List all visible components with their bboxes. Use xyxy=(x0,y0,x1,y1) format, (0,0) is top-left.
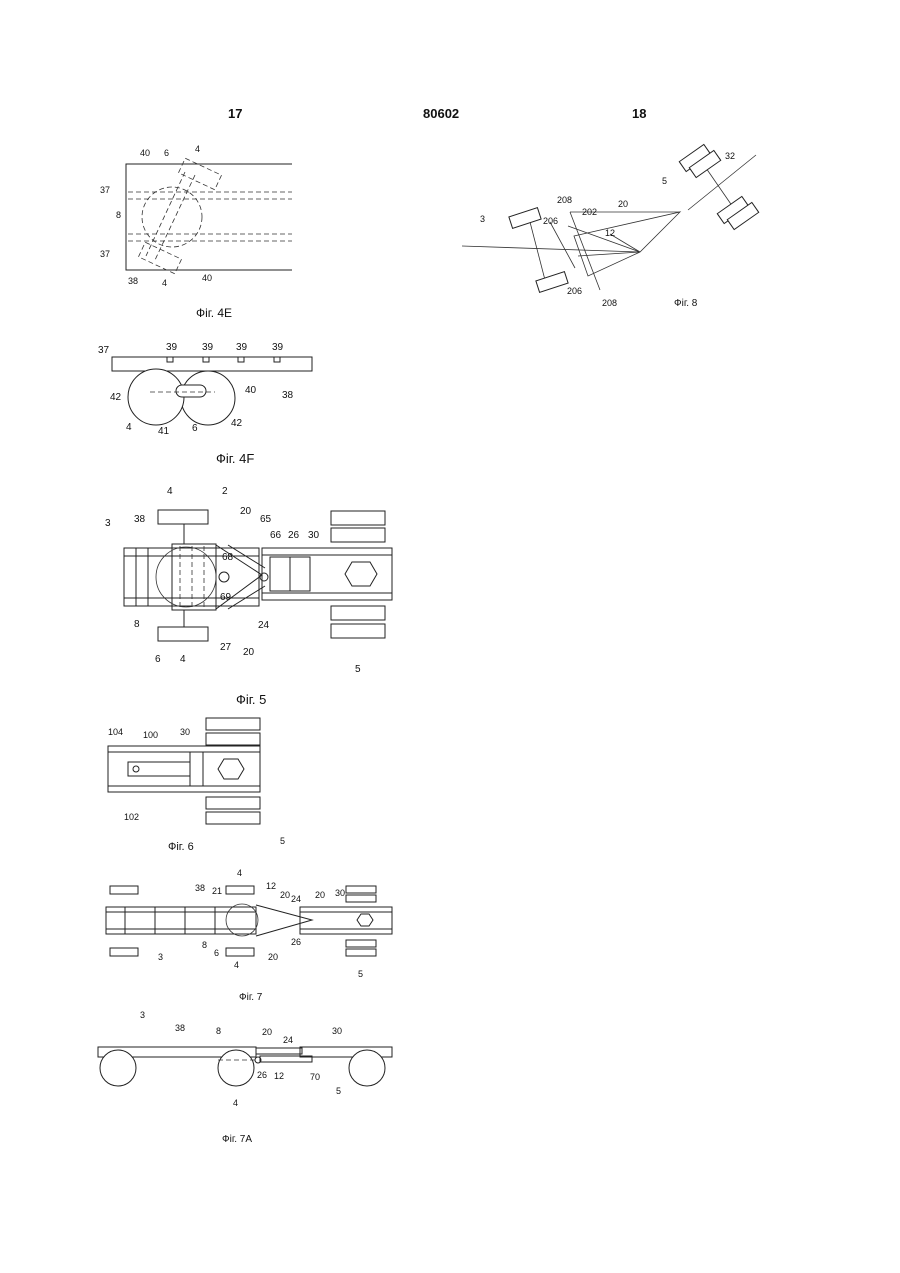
label-20b: 20 xyxy=(243,647,255,658)
figure-caption-8: Фіг. 8 xyxy=(674,298,698,309)
label-5: 5 xyxy=(336,1086,341,1096)
label-38: 38 xyxy=(175,1023,185,1033)
label-30: 30 xyxy=(332,1026,342,1036)
figure-caption-4f: Фіг. 4F xyxy=(216,451,254,466)
label-20: 20 xyxy=(240,506,252,517)
label-4: 4 xyxy=(233,1098,238,1108)
label-6: 6 xyxy=(155,654,161,665)
label-39b: 39 xyxy=(202,342,214,353)
label-8: 8 xyxy=(202,940,207,950)
label-8: 8 xyxy=(134,619,140,630)
figure-7a: 3 38 8 20 24 30 26 12 70 4 5 Фіг. 7A xyxy=(98,1010,392,1145)
figure-caption-4e: Фіг. 4E xyxy=(196,306,232,320)
label-202: 202 xyxy=(582,207,597,217)
label-20: 20 xyxy=(262,1027,272,1037)
label-26: 26 xyxy=(288,530,300,541)
label-30: 30 xyxy=(180,727,190,737)
label-208b: 208 xyxy=(602,298,617,308)
label-12: 12 xyxy=(274,1071,284,1081)
figure-4f: 37 39 39 39 39 38 40 42 42 4 41 6 Фіг. 4… xyxy=(98,342,312,466)
label-4: 4 xyxy=(195,144,200,154)
label-102: 102 xyxy=(124,812,139,822)
label-39d: 39 xyxy=(272,342,284,353)
label-3: 3 xyxy=(480,214,485,224)
label-4: 4 xyxy=(126,422,132,433)
label-40: 40 xyxy=(140,148,150,158)
label-42b: 42 xyxy=(231,418,243,429)
label-6: 6 xyxy=(214,948,219,958)
label-42a: 42 xyxy=(110,392,122,403)
label-3: 3 xyxy=(158,952,163,962)
label-12: 12 xyxy=(605,228,615,238)
label-66: 66 xyxy=(270,530,282,541)
label-3: 3 xyxy=(140,1010,145,1020)
label-20b: 20 xyxy=(315,890,325,900)
label-37b: 37 xyxy=(100,249,110,259)
label-2: 2 xyxy=(222,486,228,497)
label-5: 5 xyxy=(355,664,361,675)
label-69: 69 xyxy=(220,592,232,603)
label-104: 104 xyxy=(108,727,123,737)
figure-8: 32 5 208 202 20 206 12 3 206 208 Фіг. 8 xyxy=(462,144,759,309)
label-5: 5 xyxy=(662,176,667,186)
label-24: 24 xyxy=(291,894,301,904)
label-65: 65 xyxy=(260,514,272,525)
label-68: 68 xyxy=(222,552,234,563)
label-38: 38 xyxy=(128,276,138,286)
label-38: 38 xyxy=(195,883,205,893)
label-30: 30 xyxy=(335,888,345,898)
label-4b: 4 xyxy=(162,278,167,288)
label-206: 206 xyxy=(543,216,558,226)
label-20: 20 xyxy=(618,199,628,209)
figure-caption-7: Фіг. 7 xyxy=(239,992,263,1003)
label-40: 40 xyxy=(245,385,257,396)
label-26: 26 xyxy=(291,937,301,947)
label-5: 5 xyxy=(358,969,363,979)
label-21: 21 xyxy=(212,886,222,896)
label-27: 27 xyxy=(220,642,232,653)
label-3: 3 xyxy=(105,518,111,529)
label-40b: 40 xyxy=(202,273,212,283)
label-38: 38 xyxy=(282,390,294,401)
label-20: 20 xyxy=(280,890,290,900)
label-39a: 39 xyxy=(166,342,178,353)
label-24: 24 xyxy=(283,1035,293,1045)
label-4: 4 xyxy=(167,486,173,497)
label-206b: 206 xyxy=(567,286,582,296)
figure-6: 104 100 30 102 5 Фіг. 6 xyxy=(108,718,285,853)
label-208: 208 xyxy=(557,195,572,205)
label-8: 8 xyxy=(116,210,121,220)
label-30: 30 xyxy=(308,530,320,541)
label-38: 38 xyxy=(134,514,146,525)
label-100: 100 xyxy=(143,730,158,740)
label-6: 6 xyxy=(192,423,198,434)
label-70: 70 xyxy=(310,1072,320,1082)
label-6: 6 xyxy=(164,148,169,158)
label-26: 26 xyxy=(257,1070,267,1080)
label-32: 32 xyxy=(725,151,735,161)
label-24: 24 xyxy=(258,620,270,631)
label-12: 12 xyxy=(266,881,276,891)
label-37: 37 xyxy=(98,345,110,356)
label-8: 8 xyxy=(216,1026,221,1036)
label-41: 41 xyxy=(158,426,170,437)
label-39c: 39 xyxy=(236,342,248,353)
label-20c: 20 xyxy=(268,952,278,962)
figure-7: 4 38 21 12 20 24 20 30 8 6 4 20 26 3 5 Ф… xyxy=(106,868,392,1003)
figure-4e: 40 6 4 37 8 37 38 4 40 Фіг. 4E xyxy=(100,144,292,320)
figure-caption-6: Фіг. 6 xyxy=(168,841,194,853)
figure-5: 4 2 3 38 20 65 66 26 30 68 69 8 6 4 27 2… xyxy=(105,486,392,707)
label-5: 5 xyxy=(280,836,285,846)
label-4b: 4 xyxy=(180,654,186,665)
figure-caption-7a: Фіг. 7A xyxy=(222,1134,252,1145)
label-37: 37 xyxy=(100,185,110,195)
label-4: 4 xyxy=(237,868,242,878)
figure-caption-5: Фіг. 5 xyxy=(236,692,266,707)
label-4b: 4 xyxy=(234,960,239,970)
